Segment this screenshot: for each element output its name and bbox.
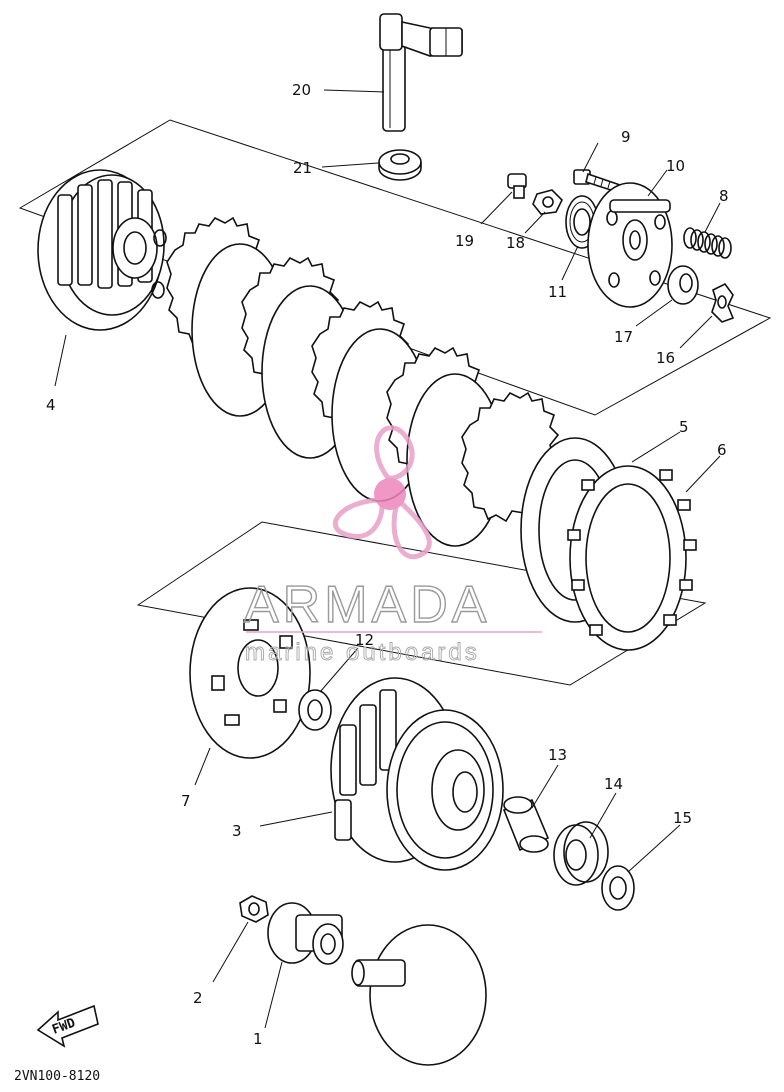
callout-15: 15 [673,809,692,827]
callout-9: 9 [621,128,631,146]
forward-arrow-icon: FWD [36,1004,99,1048]
callout-6: 6 [717,441,727,459]
primary-drive-gear [267,902,344,965]
callout-5: 5 [679,418,689,436]
plate-stack [166,216,630,623]
callout-14: 14 [604,775,623,793]
lock-washer [711,282,735,323]
needle-bearing [553,821,609,886]
callout-numbers: 1 2 3 4 5 6 7 8 9 10 11 12 13 14 15 16 1… [46,81,729,1048]
spacer-sleeve [502,796,550,853]
armada-logo-mark [332,425,432,560]
callout-1: 1 [253,1030,263,1048]
callout-17: 17 [614,328,633,346]
thrust-washer [298,689,332,731]
callout-19: 19 [455,232,474,250]
pressure-plate [587,182,673,308]
cushion-ring [567,465,697,651]
clutch-spring [683,227,732,259]
drawing-code: 2VN100-8120 [14,1069,100,1084]
callout-20: 20 [292,81,311,99]
watermark-tagline: marine outboards [245,639,480,666]
clutch-boss-nut [667,265,699,305]
oil-seal [378,149,422,181]
callout-8: 8 [719,187,729,205]
crankshaft [351,924,487,1066]
callout-11: 11 [548,283,567,301]
primary-drive-nut [239,895,269,923]
drive-plate [189,587,311,759]
leader-lines [54,89,721,1029]
callout-3: 3 [232,822,242,840]
clutch-boss [37,169,167,331]
clutch-housing [330,677,504,871]
callout-16: 16 [656,349,675,367]
callout-4: 4 [46,396,56,414]
callout-18: 18 [506,234,525,252]
callout-2: 2 [193,989,203,1007]
callout-7: 7 [181,792,191,810]
small-bolt [507,173,527,199]
callout-21: 21 [293,159,312,177]
push-lever [379,13,463,132]
lower-assembly-frame [136,521,707,686]
callout-13: 13 [548,746,567,764]
watermark-brand: ARMADA [244,576,490,634]
callout-10: 10 [666,157,685,175]
bearing-washer [601,865,635,911]
callout-12: 12 [355,631,374,649]
lock-nut [532,189,563,215]
